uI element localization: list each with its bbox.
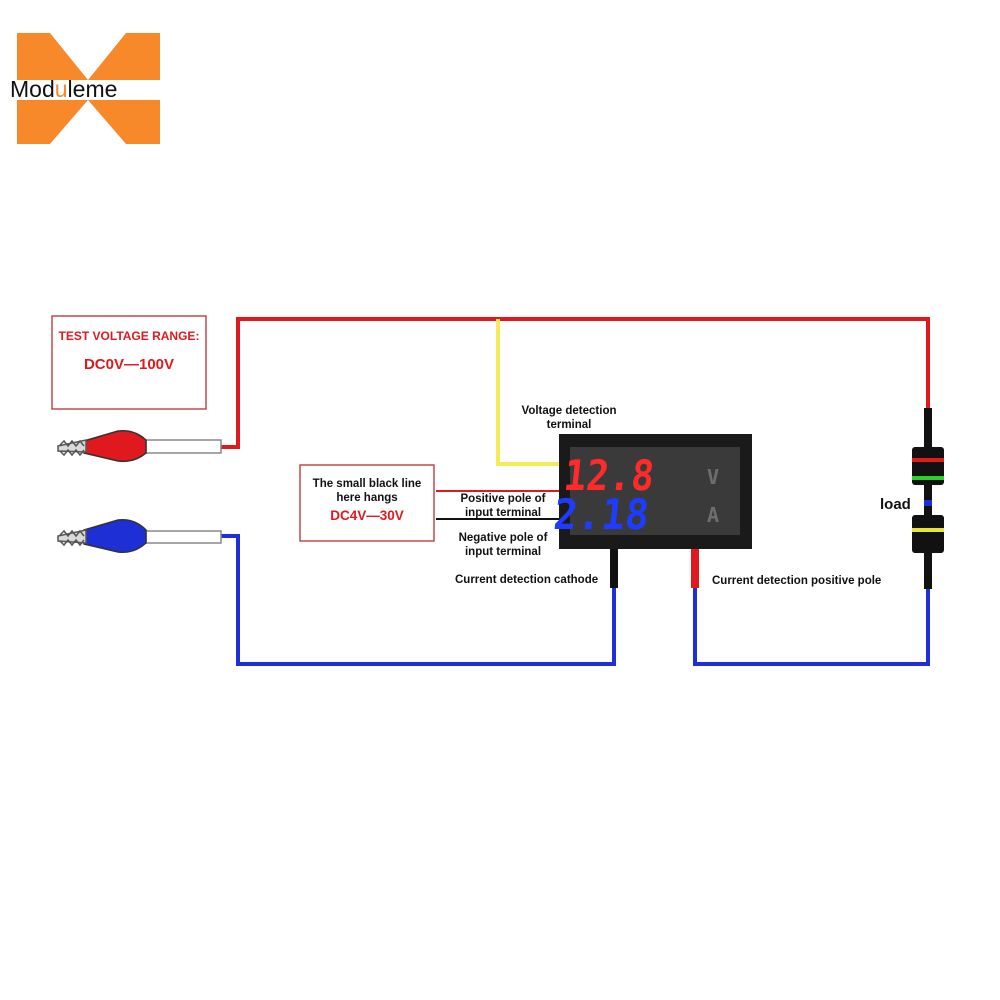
negative-input-label-1: Negative pole of [459, 532, 548, 544]
load-label: load [880, 496, 911, 513]
red-clip-body [83, 429, 147, 463]
logo-w-shape [17, 100, 160, 144]
blue-probe-cable [145, 530, 222, 544]
current-cathode-label: Current detection cathode [455, 574, 598, 586]
blue-probe [57, 518, 222, 554]
red-probe-cable [145, 439, 222, 454]
volt-ammeter: 12.8 V 2.18 A [551, 434, 752, 549]
moduleme-logo: Moduleme [10, 33, 160, 144]
blue-clip-body [83, 518, 147, 554]
positive-input-label-1: Positive pole of [461, 493, 546, 505]
load-body-top [912, 447, 944, 485]
red-clip-jaws [57, 439, 87, 457]
test-voltage-range-box: TEST VOLTAGE RANGE: DC0V—100V [51, 315, 207, 410]
voltage-terminal-label-2: terminal [547, 419, 592, 431]
range-value: DC0V—100V [84, 356, 174, 373]
red-probe [57, 429, 222, 463]
current-unit: A [707, 503, 719, 527]
current-positive-label: Current detection positive pole [712, 575, 881, 587]
load-band-green [912, 476, 944, 480]
positive-terminal-wire [691, 548, 699, 588]
load-component: load [880, 408, 944, 589]
negative-input-label-2: input terminal [465, 546, 541, 558]
cathode-terminal-wire [610, 548, 618, 588]
positive-input-label-2: input terminal [465, 507, 541, 519]
yellow-voltage-wire [496, 319, 562, 466]
note-value: DC4V—30V [330, 508, 404, 523]
blue-clip-jaws [57, 529, 87, 547]
logo-text: Moduleme [10, 76, 117, 102]
voltage-unit: V [707, 465, 719, 489]
note-line2: here hangs [336, 492, 397, 504]
logo-text-prefix: Mod [10, 76, 55, 102]
load-band-yellow [912, 528, 944, 532]
load-band-red [912, 458, 944, 462]
logo-text-suffix: leme [68, 76, 118, 102]
current-reading: 2.18 [551, 490, 651, 539]
load-body-bottom [912, 515, 944, 553]
load-band-blue [924, 500, 932, 506]
range-title: TEST VOLTAGE RANGE: [59, 329, 200, 343]
logo-m-shape [17, 33, 160, 80]
meter-screen [570, 447, 740, 535]
load-lead-top [924, 408, 932, 448]
red-wire [220, 317, 930, 449]
voltage-reading: 12.8 [561, 451, 656, 500]
voltage-terminal-label-1: Voltage detection [522, 405, 617, 417]
load-lead-bottom [924, 553, 932, 589]
note-line1: The small black line [313, 478, 422, 490]
blue-wire [220, 534, 930, 666]
logo-text-highlight: u [55, 76, 68, 102]
note-box: The small black line here hangs DC4V—30V [299, 464, 435, 542]
